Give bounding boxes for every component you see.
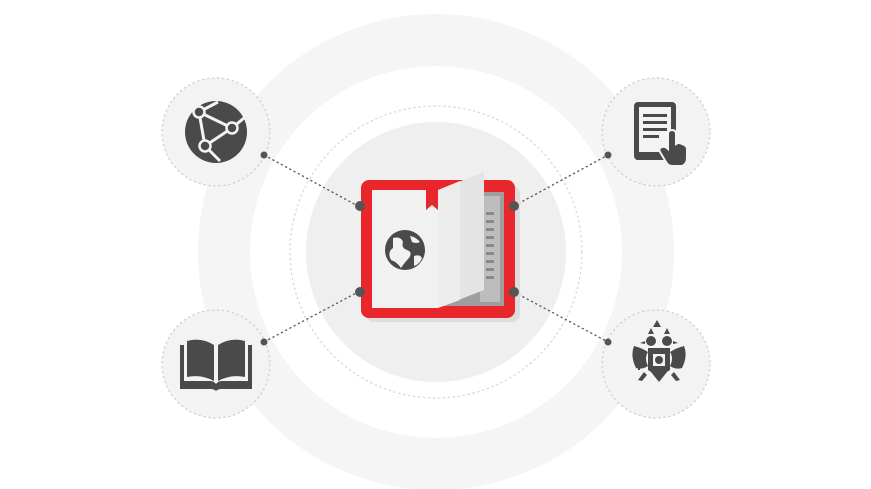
dot-bottom-right-outer bbox=[604, 338, 612, 346]
red-book-with-globe-icon bbox=[361, 172, 520, 322]
dot-bottom-right-inner bbox=[509, 287, 519, 297]
dot-top-right-inner bbox=[509, 201, 519, 211]
dot-bottom-left-outer bbox=[260, 338, 268, 346]
open-book-icon bbox=[180, 339, 252, 391]
connector-dots bbox=[260, 151, 612, 346]
dot-bottom-left-inner bbox=[355, 287, 365, 297]
connector-lines bbox=[263, 154, 609, 343]
connector-bottom-right bbox=[513, 291, 609, 343]
connector-top-left bbox=[263, 154, 359, 207]
network-globe-icon bbox=[185, 100, 247, 163]
node-circle-bottom-left bbox=[161, 309, 271, 419]
double-headed-eagle-emblem-icon bbox=[632, 320, 686, 382]
tablet-touch-icon bbox=[634, 102, 688, 167]
dot-top-left-outer bbox=[260, 151, 268, 159]
connector-bottom-left bbox=[263, 291, 359, 343]
connector-top-right bbox=[513, 154, 609, 207]
dot-top-left-inner bbox=[355, 201, 365, 211]
dot-top-right-outer bbox=[604, 151, 612, 159]
